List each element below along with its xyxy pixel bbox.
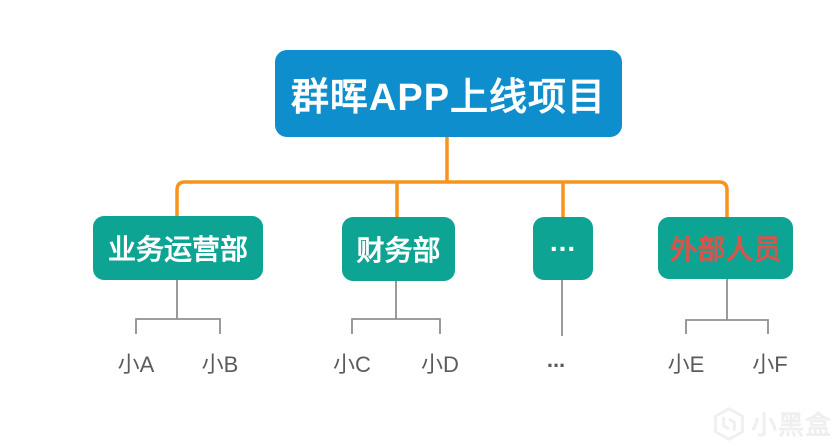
watermark-text: 小黑盒	[750, 410, 832, 440]
dept-node-ellipsis: ...	[533, 217, 593, 280]
dept0-member-connector	[135, 280, 221, 334]
dept-node-label: 业务运营部	[107, 234, 248, 265]
root-node-label: 群晖APP上线项目	[290, 77, 607, 119]
root-node-project: 群晖APP上线项目	[275, 50, 622, 137]
member-label: 小E	[667, 352, 705, 377]
dept-node-finance: 财务部	[342, 217, 455, 281]
dept-node-business-operations: 业务运营部	[93, 216, 263, 280]
hexagon-box-logo-icon	[714, 406, 744, 441]
member-label-ellipsis: ...	[546, 347, 566, 372]
level1-connector-group	[175, 137, 729, 217]
member-label: 小C	[333, 352, 371, 377]
dept-node-label: 财务部	[356, 235, 441, 266]
member-label: 小D	[421, 352, 459, 377]
member-label: 小F	[752, 352, 788, 377]
dept-node-external-personnel: 外部人员	[658, 217, 793, 279]
level2-connector-group	[135, 279, 769, 336]
member-label: 小B	[201, 352, 239, 377]
watermark: 小黑盒	[711, 405, 832, 442]
dept-node-label: 外部人员	[669, 234, 782, 265]
member-label: 小A	[117, 352, 155, 377]
dept1-member-connector	[351, 281, 441, 334]
dept3-member-connector	[685, 279, 769, 334]
level1-frame-line	[175, 180, 729, 217]
dept-node-label: ...	[549, 225, 577, 257]
